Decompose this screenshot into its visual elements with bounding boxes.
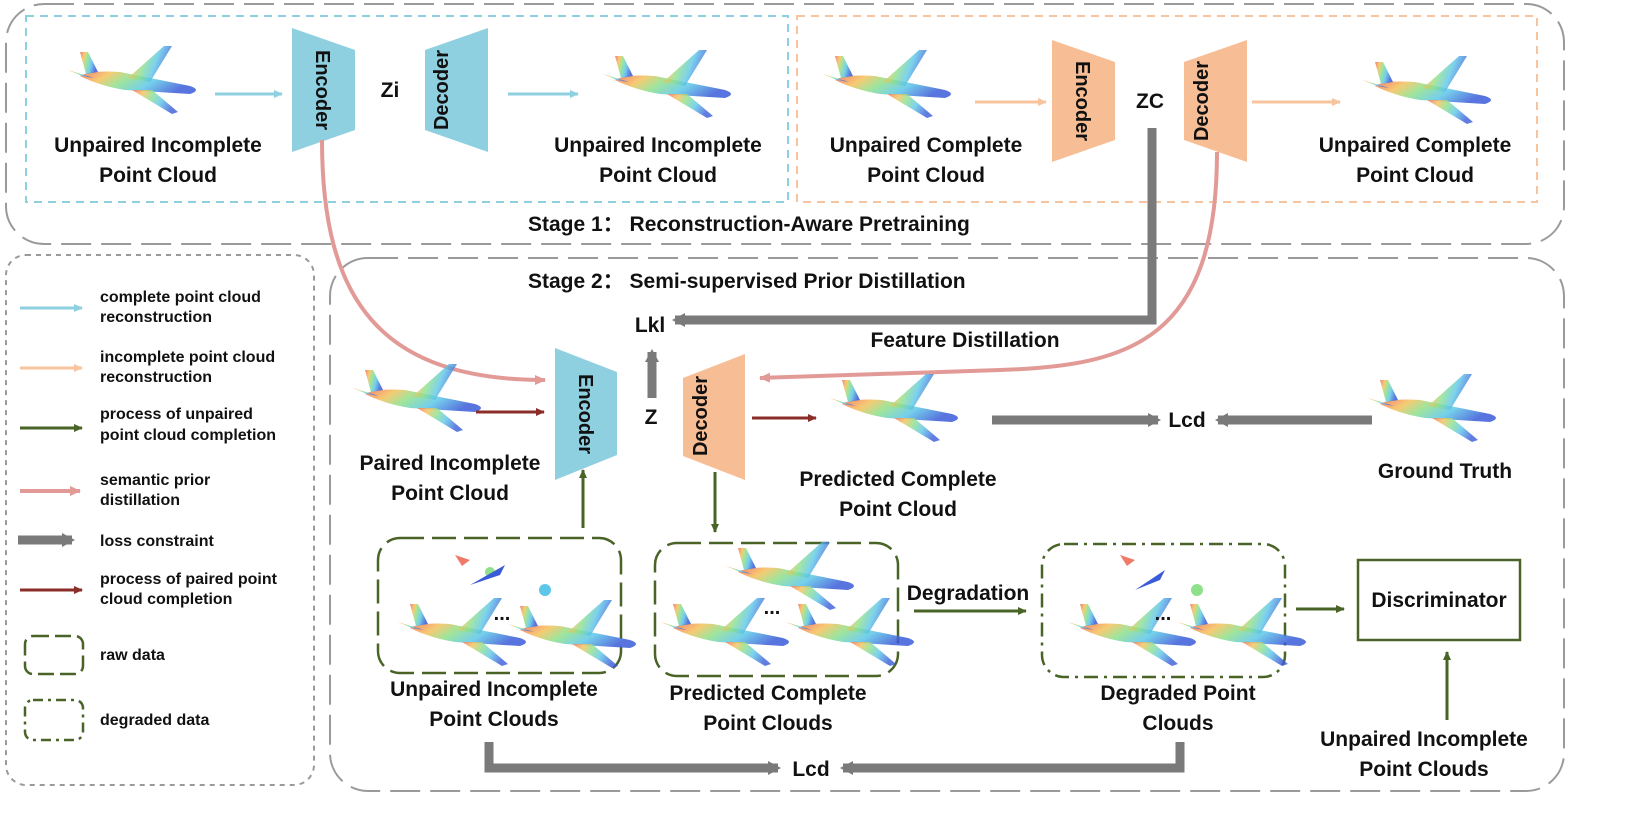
legend-item-2-line-1: incomplete point cloud: [100, 349, 275, 366]
complete-reconstruction-box: [25, 15, 789, 203]
kl-loss-path: [672, 128, 1157, 327]
airplane-point-cloud-icon: [1363, 56, 1491, 124]
legend: complete point cloud reconstruction inco…: [18, 289, 278, 742]
lcd-top-label: Lcd: [1168, 409, 1205, 432]
s1-right-output-label-1: Unpaired Complete: [1319, 134, 1512, 157]
feature-distillation-label: Feature Distillation: [870, 329, 1059, 352]
airplane-point-cloud-icon: [603, 50, 731, 118]
s1-right-input-label-2: Point Cloud: [867, 164, 985, 187]
airplane-point-cloud-icon: [823, 50, 951, 118]
s2-decoder-label: Decoder: [690, 376, 712, 456]
ellipsis: ...: [494, 603, 511, 625]
stage1-title: Stage 1： Reconstruction-Aware Pretrainin…: [528, 213, 970, 236]
s1-decoder2-block: [1184, 40, 1247, 162]
degradation-label: Degradation: [907, 582, 1030, 605]
legend-item-2-line-2: reconstruction: [100, 369, 212, 386]
predicted-complete-label-2: Point Cloud: [839, 498, 957, 521]
airplane-point-cloud-icon: [68, 46, 196, 114]
legend-item-1-line-1: complete point cloud: [100, 289, 261, 306]
legend-item-4-line-2: distillation: [100, 492, 180, 509]
latent-z: Z: [645, 406, 658, 429]
airplane-point-cloud-icon: [353, 364, 481, 432]
s1-decoder-block: [425, 28, 488, 152]
discriminator-label: Discriminator: [1371, 589, 1506, 612]
ellipsis: ...: [764, 597, 781, 619]
point-cloud-samples: [661, 542, 914, 666]
legend-swatch-raw-data: [23, 634, 85, 676]
semantic-prior-distillation-curve-encoder: [320, 139, 546, 385]
legend-item-1-line-2: reconstruction: [100, 309, 212, 326]
legend-box: [5, 254, 315, 786]
s1-left-output-label-1: Unpaired Incomplete: [554, 134, 762, 157]
s2-decoder-block: [683, 354, 745, 480]
point-cloud-samples: [398, 555, 636, 668]
s2-encoder-block: [555, 348, 617, 480]
stage2-title: Stage 2： Semi-supervised Prior Distillat…: [528, 270, 966, 293]
paired-incomplete-label-2: Point Cloud: [391, 482, 509, 505]
semantic-prior-distillation-curve-decoder: [759, 151, 1219, 383]
stage1-container: [5, 3, 1565, 245]
legend-item-6-line-2: cloud completion: [100, 591, 232, 608]
predicted-complete-clouds-label-1: Predicted Complete: [669, 682, 866, 705]
s1-encoder-label: Encoder: [311, 50, 333, 130]
lcd-bottom-label: Lcd: [792, 758, 829, 781]
lcd-bottom-right-arrow: [840, 742, 1185, 775]
airplane-point-cloud-icon: [1368, 374, 1496, 442]
legend-item-7-line-1: raw data: [100, 647, 165, 664]
degraded-clouds-label-2: Clouds: [1142, 712, 1213, 735]
ground-truth-label: Ground Truth: [1378, 460, 1512, 483]
s1-encoder2-label: Encoder: [1071, 61, 1093, 141]
s1-right-output-label-2: Point Cloud: [1356, 164, 1474, 187]
legend-item-8-line-1: degraded data: [100, 712, 209, 729]
predicted-complete-clouds-box: [653, 541, 900, 678]
incomplete-reconstruction-box: [796, 15, 1538, 203]
predicted-complete-clouds-label-2: Point Clouds: [703, 712, 833, 735]
legend-item-4-line-1: semantic prior: [100, 472, 210, 489]
unpaired-incomplete-clouds-box: [376, 536, 623, 675]
stage2-container: [329, 257, 1565, 792]
s1-left-output-label-2: Point Cloud: [599, 164, 717, 187]
unpaired-incomplete-clouds-label-1: Unpaired Incomplete: [390, 678, 598, 701]
s1-left-input-label-2: Point Cloud: [99, 164, 217, 187]
legend-swatch-degraded-data: [23, 698, 85, 742]
predicted-complete-label-1: Predicted Complete: [799, 468, 996, 491]
s1-left-input-label-1: Unpaired Incomplete: [54, 134, 262, 157]
discriminator-block: [1356, 558, 1522, 642]
s1-right-input-label-1: Unpaired Complete: [830, 134, 1023, 157]
s1-latent-zc: ZC: [1136, 90, 1164, 113]
lkl-label: Lkl: [635, 314, 665, 337]
ellipsis: ...: [1155, 603, 1172, 625]
legend-item-3-line-1: process of unpaired: [100, 406, 253, 423]
s2-encoder-label: Encoder: [574, 374, 596, 454]
unpaired-incomplete-right-label-1: Unpaired Incomplete: [1320, 728, 1528, 751]
s1-latent-zi: Zi: [381, 79, 400, 102]
legend-item-3-line-2: point cloud completion: [100, 427, 276, 444]
point-cloud-samples: [1068, 555, 1306, 666]
s1-decoder2-label: Decoder: [1191, 61, 1213, 141]
lcd-bottom-left-arrow: [484, 742, 781, 775]
s1-encoder2-block: [1052, 40, 1115, 162]
degraded-clouds-box: [1040, 542, 1287, 679]
s1-decoder-label: Decoder: [431, 50, 453, 130]
paired-incomplete-label-1: Paired Incomplete: [360, 452, 541, 475]
unpaired-incomplete-right-label-2: Point Clouds: [1359, 758, 1489, 781]
airplane-point-cloud-icon: [830, 374, 958, 442]
legend-item-5-line-1: loss constraint: [100, 533, 214, 550]
legend-item-6-line-1: process of paired point: [100, 571, 278, 588]
s1-encoder-block: [292, 28, 355, 152]
degraded-clouds-label-1: Degraded Point: [1100, 682, 1255, 705]
unpaired-incomplete-clouds-label-2: Point Clouds: [429, 708, 559, 731]
